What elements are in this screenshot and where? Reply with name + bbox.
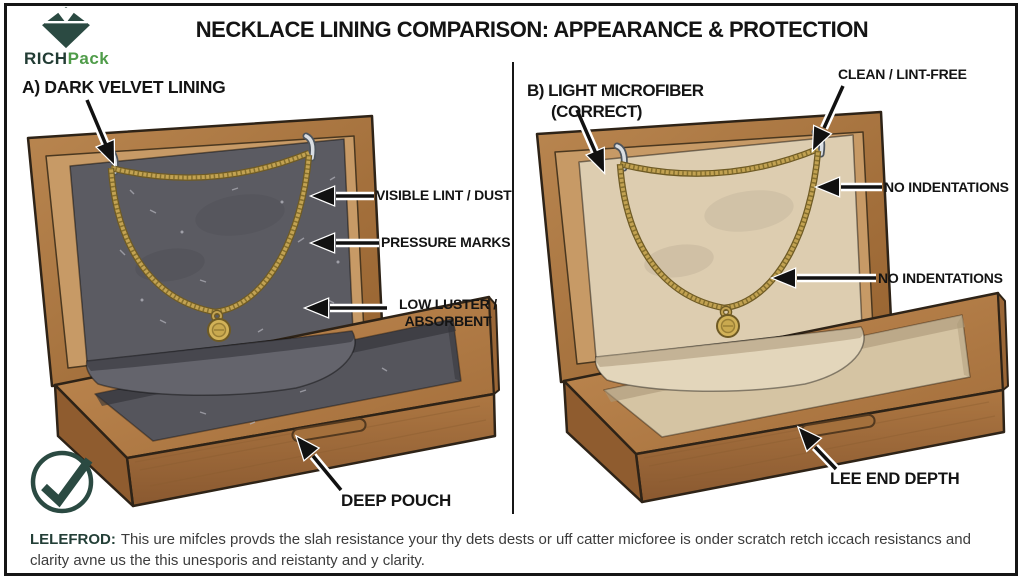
light-microfiber-box-illustration (537, 112, 1008, 502)
arrow-lee-end-depth (796, 425, 840, 472)
annotation-pressure-marks: PRESSURE MARKS (381, 234, 511, 250)
brand-logo: RICHPack (24, 4, 144, 69)
heading-dark-velvet: A) DARK VELVET LINING (22, 77, 226, 97)
panel-divider (512, 62, 514, 514)
arrow-clean-lint-free (811, 84, 847, 154)
brand-name-part2: Pack (67, 49, 110, 68)
annotation-clean-lint-free: CLEAN / LINT-FREE (838, 66, 967, 82)
caption-lead: LELEFROD: (30, 531, 116, 548)
arrow-deep-pouch (294, 434, 345, 493)
heading-light-microfiber: B) LIGHT MICROFIBER (CORRECT) (527, 80, 704, 122)
arrow-microfiber-heading (573, 108, 606, 176)
annotation-visible-lint: VISIBLE LINT / DUST (376, 187, 512, 203)
page-title: NECKLACE LINING COMPARISON: APPEARANCE &… (195, 17, 869, 42)
arrow-low-luster (302, 297, 387, 319)
heading-light-microfiber-line1: B) LIGHT MICROFIBER (527, 81, 704, 100)
annotation-no-indentations-2: NO INDENTATIONS (878, 270, 1003, 286)
lint-dust-specks (119, 176, 388, 425)
annotation-lee-end-depth: LEE END DEPTH (830, 470, 960, 488)
arrow-no-indentations-1 (813, 176, 882, 198)
check-circle-icon (30, 450, 94, 514)
annotation-low-luster: LOW LUSTER / ABSORBENT (385, 296, 511, 330)
gem-logo-icon (42, 6, 90, 49)
footer-caption: LELEFROD:This ure mifcles provds the sla… (30, 530, 982, 571)
annotation-low-luster-line1: LOW LUSTER / (399, 296, 497, 312)
annotation-low-luster-line2: ABSORBENT (404, 313, 492, 329)
arrow-no-indentations-2 (769, 267, 876, 289)
brand-name-part1: RICH (24, 49, 68, 68)
arrow-pressure-marks (308, 232, 379, 254)
caption-body: This ure mifcles provds the slah resista… (30, 531, 971, 569)
arrow-visible-lint (308, 185, 374, 207)
arrow-dark-velvet-heading (83, 98, 116, 168)
brand-name: RICHPack (24, 49, 144, 69)
annotation-no-indentations-1: NO INDENTATIONS (884, 179, 1009, 195)
heading-light-microfiber-line2: (CORRECT) (551, 102, 642, 121)
annotation-deep-pouch: DEEP POUCH (341, 491, 452, 510)
